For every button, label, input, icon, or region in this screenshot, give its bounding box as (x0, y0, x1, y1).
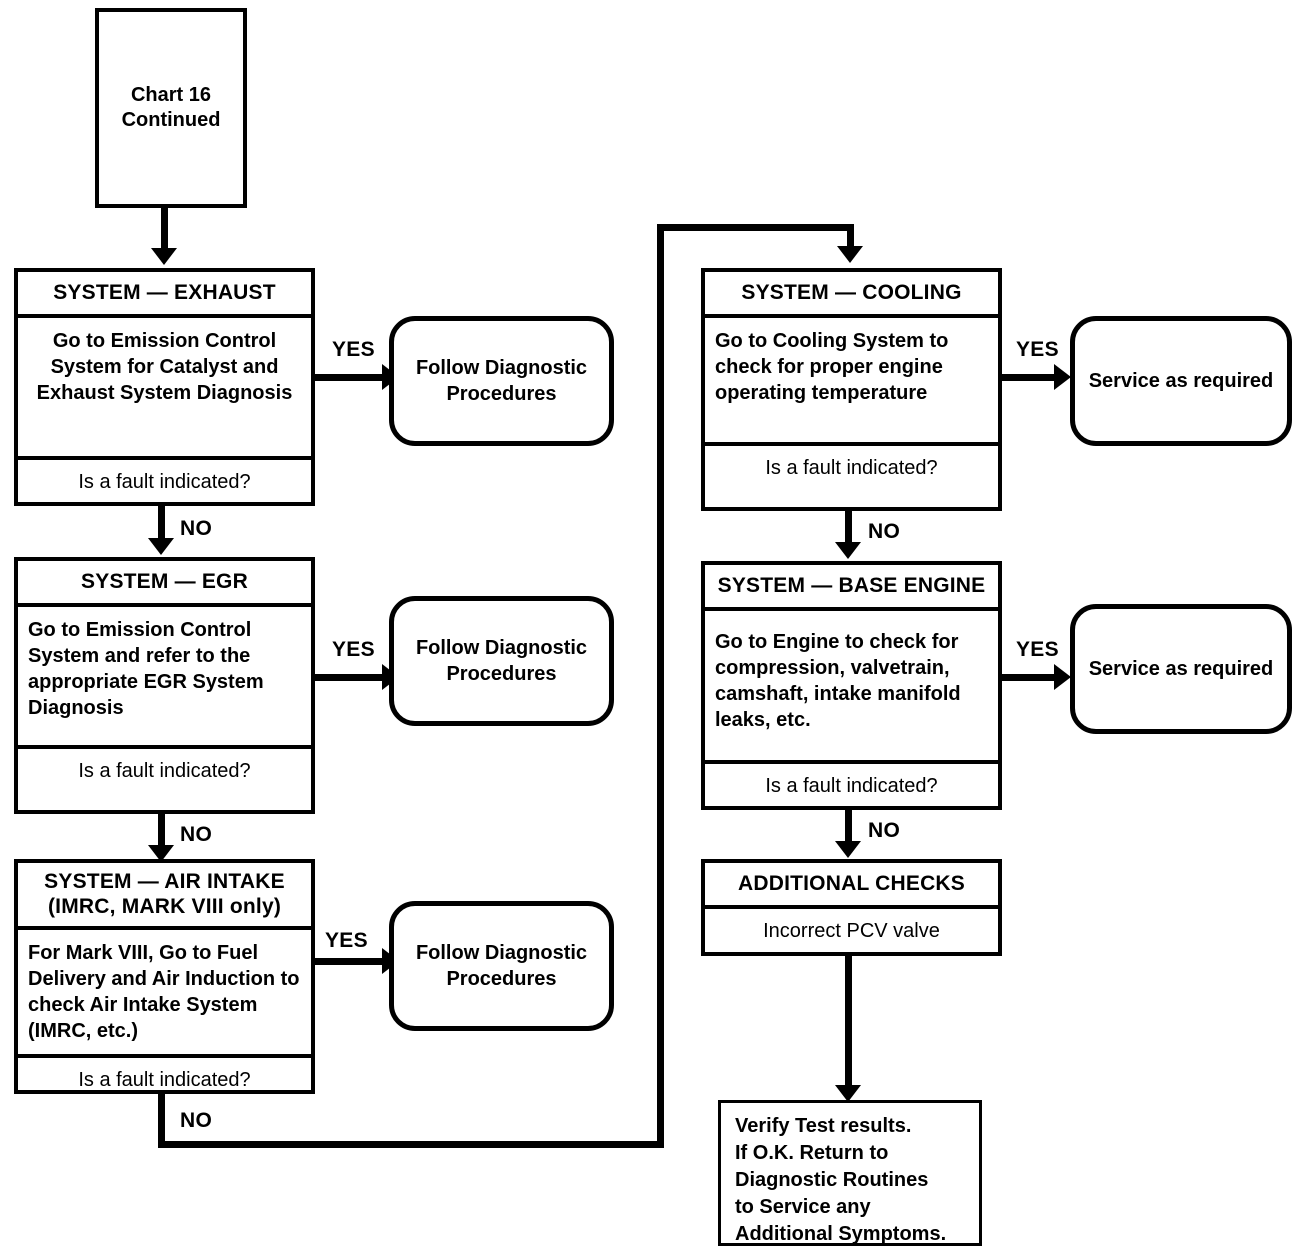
connector-return-top (657, 224, 854, 231)
connector-return-into-cooling (847, 224, 854, 250)
system-box-air-intake-header-line1: SYSTEM — AIR INTAKE (44, 870, 285, 893)
edge-label-exhaust-yes: YES (332, 338, 375, 361)
system-box-exhaust-header: SYSTEM — EXHAUST (18, 272, 311, 318)
connector-air-intake-yes (313, 958, 385, 965)
additional-checks-item: Incorrect PCV valve (763, 920, 940, 942)
verify-results-line4: to Service any (735, 1196, 871, 1218)
terminator-service-as-required-2: Service as required (1070, 604, 1292, 734)
arrowhead-egr-no (148, 845, 174, 862)
arrowhead-base-engine-yes (1054, 664, 1071, 690)
connector-start-to-exhaust (161, 208, 168, 250)
terminator-follow-diagnostic-procedures-2-label: Follow Diagnostic Procedures (415, 637, 588, 685)
arrowhead-start-to-exhaust (151, 248, 177, 265)
connector-additional-checks-to-verify (845, 956, 852, 1090)
edge-label-cooling-yes: YES (1016, 338, 1059, 361)
verify-results-box: Verify Test results. If O.K. Return to D… (718, 1100, 982, 1246)
additional-checks-header: ADDITIONAL CHECKS (705, 863, 998, 909)
terminator-follow-diagnostic-procedures-3-label: Follow Diagnostic Procedures (415, 942, 588, 990)
terminator-service-as-required-1: Service as required (1070, 316, 1292, 446)
arrowhead-cooling-yes (1054, 364, 1071, 390)
arrowhead-additional-checks-to-verify (835, 1085, 861, 1102)
system-box-egr: SYSTEM — EGR Go to Emission Control Syst… (14, 557, 315, 814)
connector-egr-yes (313, 674, 385, 681)
terminator-service-as-required-1-label: Service as required (1088, 370, 1274, 392)
connector-return-up (657, 224, 664, 1144)
connector-cooling-yes (1000, 374, 1057, 381)
terminator-follow-diagnostic-procedures-2: Follow Diagnostic Procedures (389, 596, 614, 726)
arrowhead-base-engine-no (835, 841, 861, 858)
edge-label-air-intake-yes: YES (325, 929, 368, 952)
system-box-exhaust: SYSTEM — EXHAUST Go to Emission Control … (14, 268, 315, 506)
arrowhead-exhaust-no (148, 538, 174, 555)
system-box-cooling-question: Is a fault indicated? (765, 457, 938, 479)
verify-results-line5: Additional Symptoms. (735, 1223, 947, 1245)
edge-label-cooling-no: NO (868, 520, 901, 543)
system-box-base-engine-header: SYSTEM — BASE ENGINE (705, 565, 998, 611)
connector-exhaust-yes (313, 374, 385, 381)
system-box-egr-question: Is a fault indicated? (78, 760, 251, 782)
edge-label-egr-no: NO (180, 823, 213, 846)
connector-exhaust-no (158, 504, 165, 544)
system-box-cooling-body: Go to Cooling System to check for proper… (705, 318, 998, 446)
connector-base-engine-yes (1000, 674, 1057, 681)
connector-cooling-no (845, 509, 852, 547)
connector-return-bottom (158, 1141, 664, 1148)
connector-air-intake-no-down (158, 1092, 165, 1148)
terminator-follow-diagnostic-procedures-1: Follow Diagnostic Procedures (389, 316, 614, 446)
system-box-base-engine-body: Go to Engine to check for compression, v… (705, 611, 998, 764)
system-box-cooling-header: SYSTEM — COOLING (705, 272, 998, 318)
system-box-air-intake-body: For Mark VIII, Go to Fuel Delivery and A… (18, 930, 311, 1058)
system-box-air-intake-header-line2: (IMRC, MARK VIII only) (47, 895, 282, 918)
start-box-line2: Continued (121, 109, 221, 131)
edge-label-egr-yes: YES (332, 638, 375, 661)
system-box-air-intake-header: SYSTEM — AIR INTAKE (IMRC, MARK VIII onl… (18, 863, 311, 930)
system-box-exhaust-question: Is a fault indicated? (78, 471, 251, 493)
arrowhead-return-into-cooling (837, 246, 863, 263)
additional-checks-box: ADDITIONAL CHECKS Incorrect PCV valve (701, 859, 1002, 956)
edge-label-base-engine-no: NO (868, 819, 901, 842)
system-box-egr-header: SYSTEM — EGR (18, 561, 311, 607)
start-box-line1: Chart 16 (130, 84, 212, 106)
verify-results-line2: If O.K. Return to (735, 1142, 889, 1164)
arrowhead-cooling-no (835, 542, 861, 559)
system-box-air-intake: SYSTEM — AIR INTAKE (IMRC, MARK VIII onl… (14, 859, 315, 1094)
start-box: Chart 16 Continued (95, 8, 247, 208)
system-box-base-engine-question: Is a fault indicated? (765, 775, 938, 797)
terminator-service-as-required-2-label: Service as required (1088, 658, 1274, 680)
edge-label-air-intake-no: NO (180, 1109, 213, 1132)
system-box-egr-body: Go to Emission Control System and refer … (18, 607, 311, 749)
edge-label-exhaust-no: NO (180, 517, 213, 540)
system-box-cooling: SYSTEM — COOLING Go to Cooling System to… (701, 268, 1002, 511)
system-box-base-engine: SYSTEM — BASE ENGINE Go to Engine to che… (701, 561, 1002, 810)
verify-results-line1: Verify Test results. (735, 1115, 912, 1137)
terminator-follow-diagnostic-procedures-1-label: Follow Diagnostic Procedures (415, 357, 588, 405)
edge-label-base-engine-yes: YES (1016, 638, 1059, 661)
system-box-exhaust-body: Go to Emission Control System for Cataly… (18, 318, 311, 460)
terminator-follow-diagnostic-procedures-3: Follow Diagnostic Procedures (389, 901, 614, 1031)
verify-results-line3: Diagnostic Routines (735, 1169, 929, 1191)
connector-egr-no (158, 812, 165, 850)
connector-base-engine-no (845, 808, 852, 846)
system-box-air-intake-question: Is a fault indicated? (78, 1069, 251, 1091)
